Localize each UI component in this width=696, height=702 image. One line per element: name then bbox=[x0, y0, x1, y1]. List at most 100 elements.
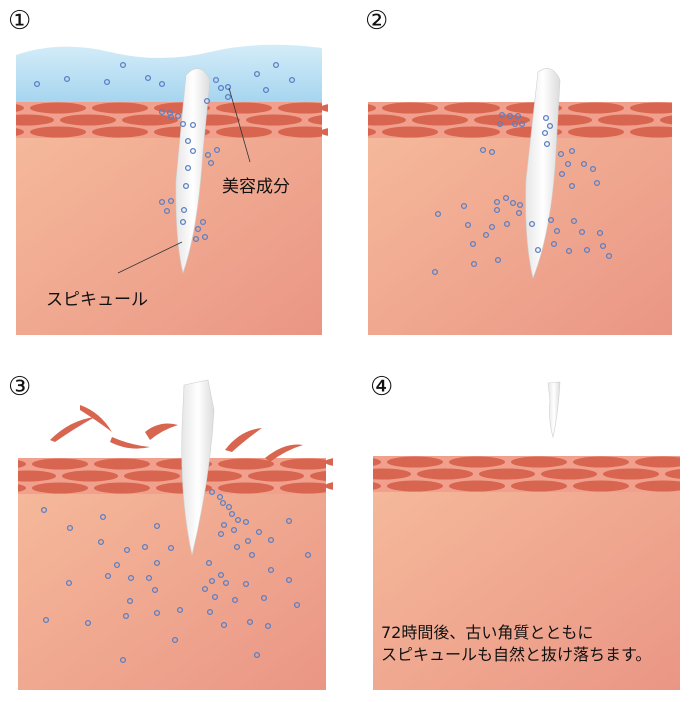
p2-cell bbox=[598, 114, 654, 126]
p1-ingredient-dot bbox=[207, 159, 215, 167]
p2-ingredient-dot bbox=[460, 202, 468, 210]
p1-ingredient-dot bbox=[179, 120, 187, 128]
p2-ingredient-dot bbox=[516, 201, 524, 209]
p3-ingredient-dot bbox=[153, 559, 161, 567]
p3-cell bbox=[218, 458, 274, 470]
p3-cell bbox=[94, 482, 150, 494]
p1-ingredient-dot bbox=[167, 113, 175, 121]
p3-ingredient-dot bbox=[113, 561, 121, 569]
p1-ingredient-dot bbox=[224, 83, 232, 91]
p2-cell bbox=[382, 126, 438, 138]
p1-ingredient-dot bbox=[158, 198, 166, 206]
p1-ingredient-dot bbox=[213, 146, 221, 154]
p3-ingredient-dot bbox=[217, 571, 225, 579]
p3-ingredient-dot bbox=[216, 493, 224, 501]
p3-ingredient-dot bbox=[260, 594, 268, 602]
p4-cell bbox=[449, 456, 505, 468]
p2-ingredient-dot bbox=[488, 223, 496, 231]
p2-ingredient-dot bbox=[547, 216, 555, 224]
p1-cell bbox=[246, 114, 302, 126]
p3-ingredient-dot bbox=[167, 544, 175, 552]
p2-ingredient-dot bbox=[553, 227, 561, 235]
p2-ingredient-dot bbox=[431, 268, 439, 276]
p2-cell bbox=[382, 102, 438, 114]
p2-ingredient-dot bbox=[593, 179, 601, 187]
p2-ingredient-dot bbox=[564, 160, 572, 168]
p3-ingredient-dot bbox=[267, 536, 275, 544]
p3-skin-flake bbox=[225, 428, 262, 452]
p2-ingredient-dot bbox=[493, 198, 501, 206]
p3-ingredient-dot bbox=[65, 579, 73, 587]
p1-spicule bbox=[175, 68, 211, 275]
p3-ingredient-dot bbox=[176, 606, 184, 614]
p1-ingredient-dot bbox=[203, 97, 211, 105]
p2-ingredient-dot bbox=[498, 111, 506, 119]
p4-cell bbox=[573, 480, 629, 492]
p3-ingredient-dot bbox=[246, 618, 254, 626]
p4-cell bbox=[417, 468, 473, 480]
p3-cell bbox=[280, 458, 336, 470]
p3-ingredient-dot bbox=[230, 526, 238, 534]
p2-ingredient-dot bbox=[503, 220, 511, 228]
p3-ingredient-dot bbox=[219, 499, 227, 507]
p2-ingredient-dot bbox=[534, 246, 542, 254]
p3-ingredient-dot bbox=[201, 585, 209, 593]
p2-ingredient-dot bbox=[605, 252, 613, 260]
p2-ingredient-dot bbox=[479, 146, 487, 154]
p3-ingredient-dot bbox=[293, 601, 301, 609]
p1-ingredient-dot bbox=[217, 84, 225, 92]
p3-cell bbox=[94, 458, 150, 470]
p1-ingredient-dot bbox=[33, 80, 41, 88]
p4-cell bbox=[449, 480, 505, 492]
p3-skin-flake bbox=[50, 417, 95, 442]
p2-ingredient-dot bbox=[599, 242, 607, 250]
p1-ingredient-dot bbox=[272, 61, 280, 69]
p4-cell bbox=[387, 480, 443, 492]
p3-skin-flake bbox=[110, 437, 150, 449]
p2-ingredient-dot bbox=[469, 240, 477, 248]
p1-cell bbox=[122, 114, 178, 126]
p1-ingredient-dot bbox=[119, 61, 127, 69]
p3-ingredient-dot bbox=[225, 503, 233, 511]
p4-cell bbox=[635, 480, 691, 492]
step4-note: 72時間後、古い角質とともに スピキュールも自然と抜け落ちます。 bbox=[381, 622, 651, 666]
p3-ingredient-dot bbox=[220, 521, 228, 529]
p3-ingredient-dot bbox=[222, 579, 230, 587]
p3-ingredient-dot bbox=[97, 538, 105, 546]
p3-ingredient-dot bbox=[153, 522, 161, 530]
p4-cell bbox=[541, 468, 597, 480]
p2-ingredient-dot bbox=[596, 229, 604, 237]
p3-ingredient-dot bbox=[99, 513, 107, 521]
p3-ingredient-dot bbox=[208, 577, 216, 585]
p1-ingredient-dot bbox=[192, 235, 200, 243]
p1-ingredient-dot bbox=[212, 76, 220, 84]
p2-ingredient-dot bbox=[514, 112, 522, 120]
p3-ingredient-dot bbox=[66, 524, 74, 532]
ingredient-label: 美容成分 bbox=[222, 177, 290, 197]
p4-cell bbox=[573, 456, 629, 468]
p3-skin-flake bbox=[80, 405, 112, 432]
p1-ingredient-dot bbox=[204, 151, 212, 159]
p1-ingredient-dot bbox=[189, 147, 197, 155]
p4-cell bbox=[387, 456, 443, 468]
p3-ingredient-dot bbox=[141, 543, 149, 551]
p2-ingredient-dot bbox=[550, 240, 558, 248]
p2-ingredient-dot bbox=[543, 140, 551, 148]
p3-ingredient-dot bbox=[267, 566, 275, 574]
p2-ingredient-dot bbox=[578, 228, 586, 236]
p3-ingredient-dot bbox=[217, 530, 225, 538]
p4-mask-l bbox=[333, 452, 373, 694]
p2-ingredient-dot bbox=[546, 122, 554, 130]
p3-ingredient-dot bbox=[126, 597, 134, 605]
p4-skin bbox=[373, 456, 680, 690]
p1-ingredient-dot bbox=[163, 207, 171, 215]
p2-ingredient-dot bbox=[506, 112, 514, 120]
step-number-2: ② bbox=[365, 6, 389, 36]
p2-cell bbox=[444, 102, 500, 114]
p2-skin bbox=[368, 102, 672, 335]
p2-ingredient-dot bbox=[558, 170, 566, 178]
p2-cell bbox=[444, 126, 500, 138]
p4-cell bbox=[479, 468, 535, 480]
p2-ingredient-dot bbox=[509, 199, 517, 207]
